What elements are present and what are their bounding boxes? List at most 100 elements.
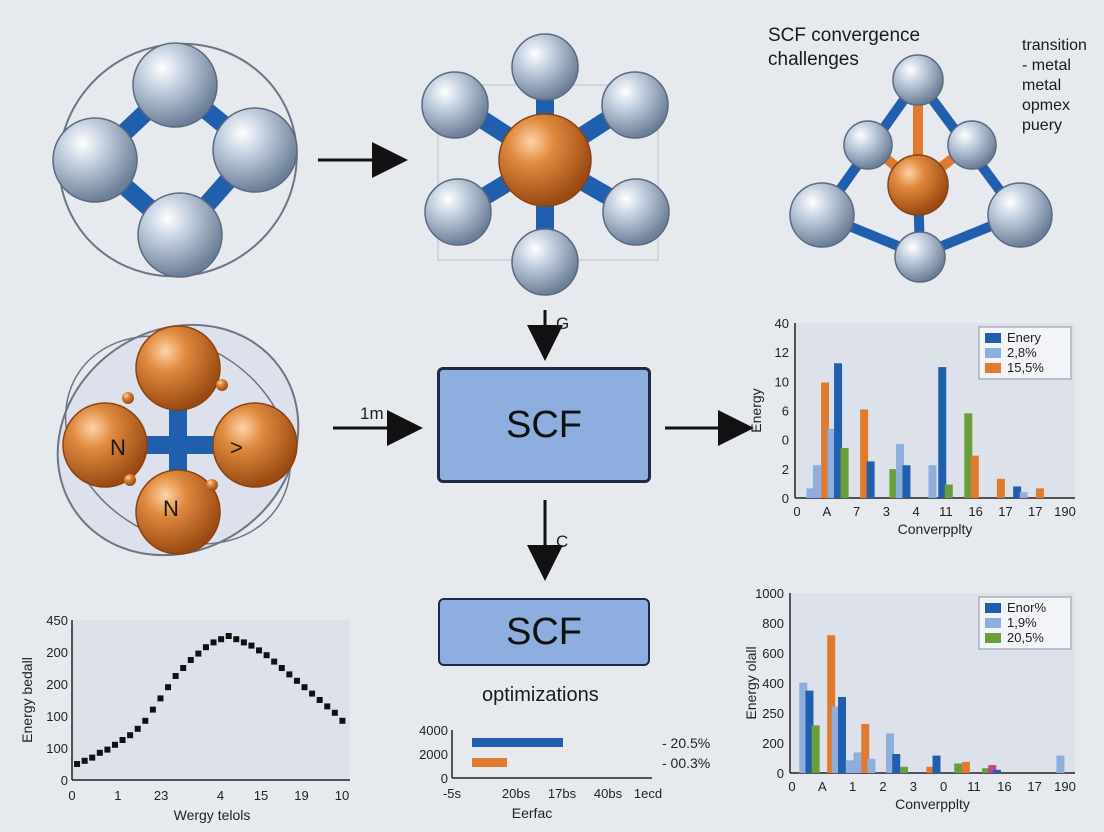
data-point <box>286 671 293 678</box>
data-point <box>111 741 118 748</box>
legend-swatch <box>985 618 1001 628</box>
bar <box>811 725 820 773</box>
data-point <box>309 690 316 697</box>
data-point <box>225 633 232 639</box>
data-point <box>233 636 240 643</box>
scf-main-box: SCF <box>437 367 651 483</box>
x-tick-label: 19 <box>294 788 308 803</box>
x-tick-label: 17 <box>1028 504 1042 519</box>
data-point <box>157 695 164 702</box>
x-tick-label: 16 <box>968 504 982 519</box>
data-point <box>324 703 331 710</box>
x-tick-label: 23 <box>154 788 168 803</box>
bar <box>831 706 840 773</box>
y-tick-label: 250 <box>762 706 784 721</box>
y-tick-label: 4000 <box>419 723 448 738</box>
bar <box>1056 755 1065 773</box>
x-tick-label: A <box>818 779 827 794</box>
data-point <box>202 644 209 651</box>
legend-label: 1,9% <box>1007 615 1037 630</box>
bar <box>988 765 997 773</box>
legend-label: Enery <box>1007 330 1041 345</box>
legend-label: 15,5% <box>1007 360 1044 375</box>
data-point <box>263 652 270 659</box>
x-tick-label: 16 <box>997 779 1011 794</box>
y-tick-label: 600 <box>762 646 784 661</box>
optimizations-label: optimizations <box>482 684 599 706</box>
data-point <box>165 684 172 691</box>
bar <box>932 755 941 773</box>
data-point <box>119 737 126 743</box>
bar <box>806 488 815 498</box>
y-tick-label: 0 <box>782 433 789 448</box>
y-tick-label: 200 <box>46 645 68 660</box>
y-tick-label: 2 <box>782 462 789 477</box>
y-tick-label: 40 <box>775 316 789 331</box>
y-tick-label: 0 <box>777 766 784 781</box>
side-note: transition - metal metal opmex puery <box>1022 37 1087 134</box>
data-point <box>187 657 194 663</box>
legend-swatch <box>985 333 1001 343</box>
x-tick-label: 15 <box>254 788 268 803</box>
bar <box>892 753 901 773</box>
data-point <box>127 732 134 739</box>
y-tick-label: 200 <box>46 677 68 692</box>
bar <box>961 761 970 773</box>
bar <box>827 635 836 773</box>
x-tick-label: 17 <box>998 504 1012 519</box>
data-point <box>339 717 346 724</box>
data-point <box>149 706 156 713</box>
bar <box>799 682 808 773</box>
x-axis-label: Converpplty <box>895 796 970 812</box>
scf-second-box: SCF <box>438 598 650 666</box>
bar <box>982 768 991 773</box>
data-point <box>240 639 247 646</box>
y-tick-label: 400 <box>762 676 784 691</box>
bar <box>970 455 979 498</box>
x-tick-label: 2 <box>879 779 886 794</box>
bar <box>805 690 814 773</box>
x-axis-label: Wergy telols <box>174 807 251 823</box>
bar <box>928 465 937 498</box>
data-point <box>248 642 255 649</box>
x-tick-label: 0 <box>793 504 800 519</box>
x-axis-label: Converpplty <box>898 521 973 537</box>
x-tick-label: 7 <box>853 504 860 519</box>
x-tick-label: -5s <box>443 786 462 801</box>
x-tick-label: 0 <box>940 779 947 794</box>
x-tick-label: 190 <box>1054 779 1076 794</box>
bar <box>866 461 875 498</box>
y-tick-label: 0 <box>782 491 789 506</box>
y-axis-label: Energy <box>748 388 764 432</box>
x-tick-label: 0 <box>788 779 795 794</box>
bar <box>827 428 836 498</box>
legend-label: Enor% <box>1007 600 1046 615</box>
arrow-label-1m: 1m <box>360 404 384 423</box>
hbar <box>472 738 563 747</box>
x-tick-label: 190 <box>1054 504 1076 519</box>
y-tick-label: 0 <box>441 771 448 786</box>
x-tick-label: 17 <box>1027 779 1041 794</box>
x-tick-label: 1ecd <box>634 786 662 801</box>
square-molecule <box>52 42 298 278</box>
y-tick-label: 800 <box>762 616 784 631</box>
bar <box>926 766 935 773</box>
data-point <box>210 639 217 646</box>
bar <box>821 382 830 498</box>
hbar <box>472 758 507 767</box>
data-point <box>271 658 278 665</box>
x-tick-label: 11 <box>939 504 953 519</box>
legend-label: 20,5% <box>1007 630 1044 645</box>
bar <box>1013 486 1022 498</box>
hbar-label: - 00.3% <box>662 755 710 771</box>
y-tick-label: 6 <box>782 404 789 419</box>
data-point <box>81 757 88 764</box>
y-tick-label: 2000 <box>419 747 448 762</box>
data-point <box>134 725 141 732</box>
x-tick-label: 1 <box>114 788 121 803</box>
data-point <box>142 717 149 724</box>
data-point <box>89 754 96 761</box>
x-tick-label: 0 <box>68 788 75 803</box>
y-tick-label: 200 <box>762 736 784 751</box>
